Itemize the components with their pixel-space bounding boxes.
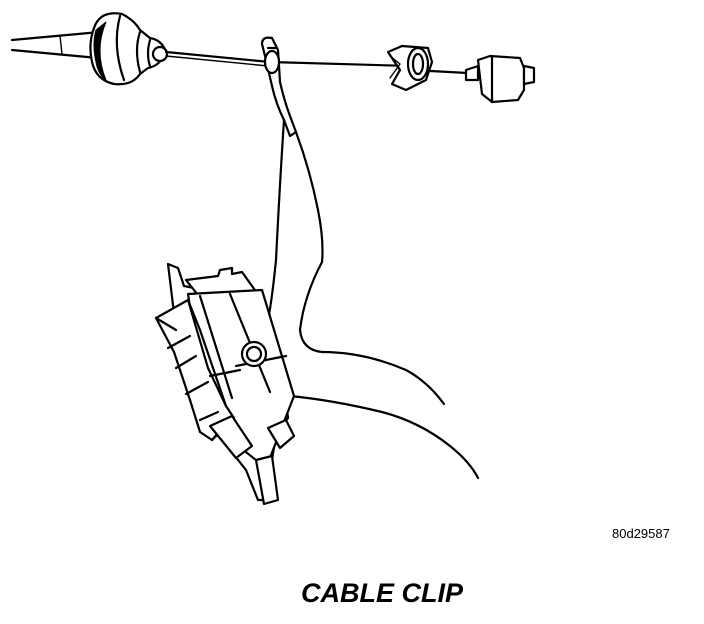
cable-retainer [386,44,434,92]
switch-module [154,262,296,506]
cable-housing [10,30,102,60]
mounting-surface [288,394,480,480]
figure-caption: CABLE CLIP [301,578,463,608]
cable-wire [164,50,488,76]
cable-grommet [89,12,169,86]
cable-clip-bracket [260,36,298,138]
figure-id-label: 80d29587 [612,526,670,541]
cable-end-plug [464,54,536,104]
bracket-arm [266,118,446,406]
